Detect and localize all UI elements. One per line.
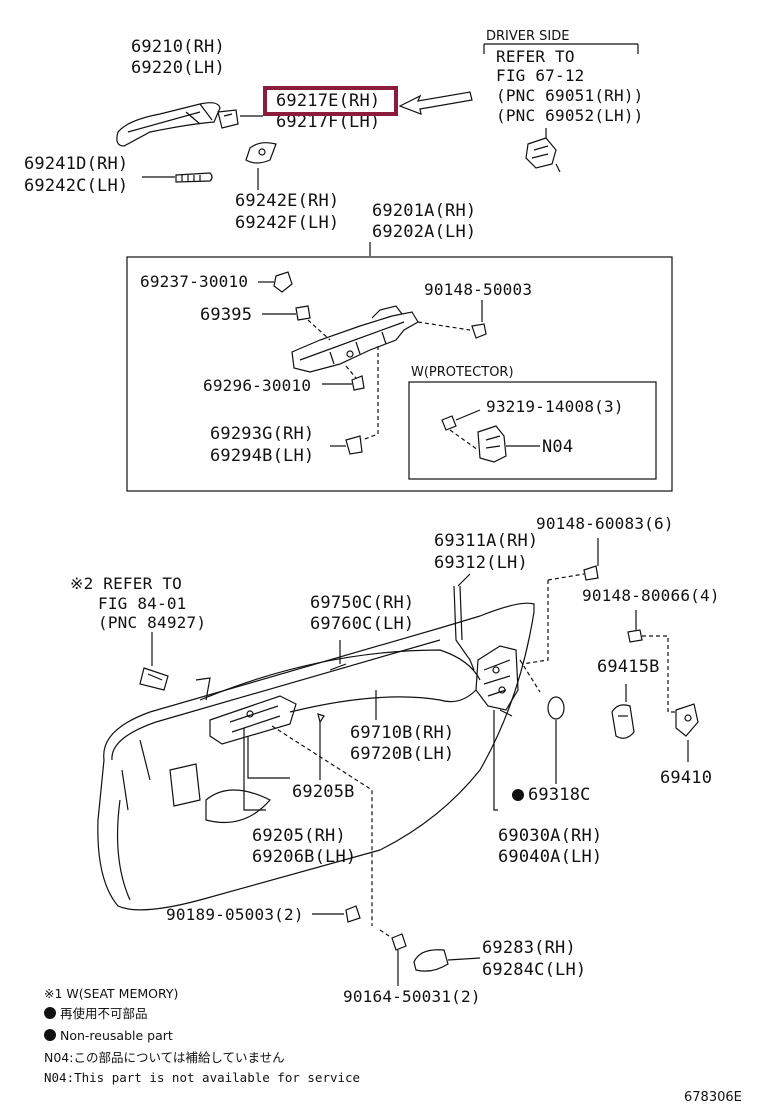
bullet-icon [44, 1029, 56, 1041]
cover-highlighted-label[interactable]: 69217E(RH) [276, 91, 381, 111]
screw-90148-50003 [471, 323, 487, 339]
pad-part [175, 172, 213, 183]
sub-assy-part [345, 435, 363, 455]
inside-handle-label-rh: 69205(RH) [252, 826, 346, 846]
lock-cylinder-part [525, 137, 561, 173]
part-69395-label: 69395 [200, 305, 253, 325]
refer-top-line4: (PNC 69052(LH)) [496, 106, 644, 125]
gasket-part [245, 142, 277, 164]
protector-part [477, 425, 507, 463]
screw-6-label: 90148-60083(6) [536, 514, 674, 533]
screw-69296-label: 69296-30010 [203, 376, 312, 395]
part-69415b [611, 704, 635, 739]
rod-link-part [453, 585, 475, 671]
refer-top-line3: (PNC 69051(RH)) [496, 86, 644, 105]
rod-link-label-rh: 69311A(RH) [434, 531, 539, 551]
protector-screw-label: 93219-14008(3) [486, 397, 624, 416]
handle-cover-part [217, 109, 239, 129]
cable-part [199, 649, 481, 713]
gasket-label-rh: 69242E(RH) [235, 191, 340, 211]
inside-handle-label-lh: 69206B(LH) [252, 847, 357, 867]
protector-title: W(PROTECTOR) [411, 365, 514, 380]
note-n04-en: N04:This part is not available for servi… [44, 1070, 361, 1085]
screw-05003-label: 90189-05003(2) [166, 905, 304, 924]
pad-label-lh: 69242C(LH) [24, 176, 129, 196]
cover-lh-label: 69217F(LH) [276, 112, 381, 132]
bottom-cover-label-rh: 69283(RH) [482, 938, 576, 958]
screw-90148-60083 [583, 565, 599, 581]
cable-1-label-rh: 69750C(RH) [310, 593, 415, 613]
washer-part [547, 696, 565, 720]
sub-assy-label-lh: 69294B(LH) [210, 446, 315, 466]
pad-label-rh: 69241D(RH) [24, 154, 129, 174]
screw-50031-label: 90164-50031(2) [343, 987, 481, 1006]
protector-part-label: N04 [542, 437, 574, 457]
part-69205b-label: 69205B [292, 782, 355, 802]
cable-2-label-rh: 69710B(RH) [350, 723, 455, 743]
screw-90148-80066 [627, 629, 643, 643]
cable-1-label-lh: 69760C(LH) [310, 614, 415, 634]
door-panel-part [97, 602, 535, 911]
refer-left-line1: ※2 REFER TO [70, 574, 182, 593]
part-69395 [295, 305, 311, 321]
note-seat-memory: ※1 W(SEAT MEMORY) [44, 986, 179, 1001]
cable-2-label-lh: 69720B(LH) [350, 744, 455, 764]
clip-label: 69237-30010 [140, 272, 249, 291]
lock-assy-part [475, 645, 519, 711]
protector-screw [441, 415, 457, 431]
outer-handle-label-rh: 69210(RH) [131, 37, 225, 57]
part-69410-label: 69410 [660, 768, 713, 788]
lock-assy-label-rh: 69030A(RH) [498, 826, 603, 846]
bullet-icon [44, 1007, 56, 1019]
note-non-reusable-jp: 再使用不可部品 [44, 1006, 148, 1022]
screw-69296 [351, 375, 365, 391]
outer-handle-part [116, 102, 221, 147]
driver-side-label: DRIVER SIDE [486, 29, 570, 44]
refer-arrow [398, 91, 473, 115]
note-n04-jp: N04:この部品については補給していません [44, 1050, 285, 1065]
clip-part [273, 271, 293, 293]
frame-assy-label-lh: 69202A(LH) [372, 222, 477, 242]
part-69415b-label: 69415B [597, 657, 660, 677]
diagram-id: 678306E [684, 1090, 742, 1105]
bottom-cover-part [413, 949, 449, 972]
lock-assy-label-lh: 69040A(LH) [498, 847, 603, 867]
refer-left-line2: FIG 84-01 [98, 594, 187, 613]
non-reusable-dot [512, 789, 524, 801]
sub-assy-label-rh: 69293G(RH) [210, 424, 315, 444]
screw-top-label: 90148-50003 [424, 280, 533, 299]
screw-4-label: 90148-80066(4) [582, 586, 720, 605]
frame-assy-label-rh: 69201A(RH) [372, 201, 477, 221]
outer-handle-label-lh: 69220(LH) [131, 58, 225, 78]
bottom-cover-label-lh: 69284C(LH) [482, 960, 587, 980]
screw-90164 [391, 933, 407, 951]
highlight-box [263, 86, 398, 116]
frame-assy-part [291, 305, 419, 373]
note-non-reusable-en: Non-reusable part [44, 1028, 173, 1044]
gasket-label-lh: 69242F(LH) [235, 213, 340, 233]
screw-90189 [345, 905, 361, 923]
inside-handle-part [209, 695, 297, 745]
seat-memory-part [139, 667, 169, 691]
rod-link-label-lh: 69312(LH) [434, 553, 528, 573]
refer-left-line3: (PNC 84927) [98, 613, 207, 632]
refer-top-line1: REFER TO [496, 47, 575, 66]
washer-label: 69318C [512, 784, 591, 806]
refer-top-line2: FIG 67-12 [496, 66, 585, 85]
part-69410 [675, 703, 699, 737]
